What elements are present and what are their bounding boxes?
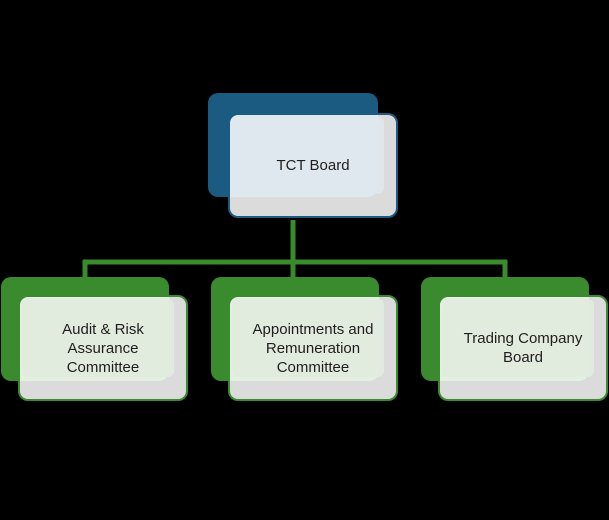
node-tct-board: TCT Board xyxy=(208,93,398,220)
node-trading-company: Trading Company Board xyxy=(421,277,609,403)
node-text: TCT Board xyxy=(228,113,398,218)
node-text: Appointments and Remuneration Committee xyxy=(228,295,398,401)
node-appointments: Appointments and Remuneration Committee xyxy=(211,277,400,403)
node-label-appointments: Appointments and Remuneration Committee xyxy=(252,320,374,376)
node-audit-risk: Audit & Risk Assurance Committee xyxy=(1,277,190,403)
node-label-tct-board: TCT Board xyxy=(276,157,350,174)
node-inner xyxy=(232,117,384,194)
node-text: Audit & Risk Assurance Committee xyxy=(18,295,188,401)
node-inner xyxy=(232,299,384,377)
node-label-trading-company: Trading Company Board xyxy=(463,330,583,366)
node-inner xyxy=(22,299,174,377)
node-inner xyxy=(442,299,594,377)
node-text: Trading Company Board xyxy=(438,295,608,401)
node-label-audit-risk: Audit & Risk Assurance Committee xyxy=(62,320,144,376)
